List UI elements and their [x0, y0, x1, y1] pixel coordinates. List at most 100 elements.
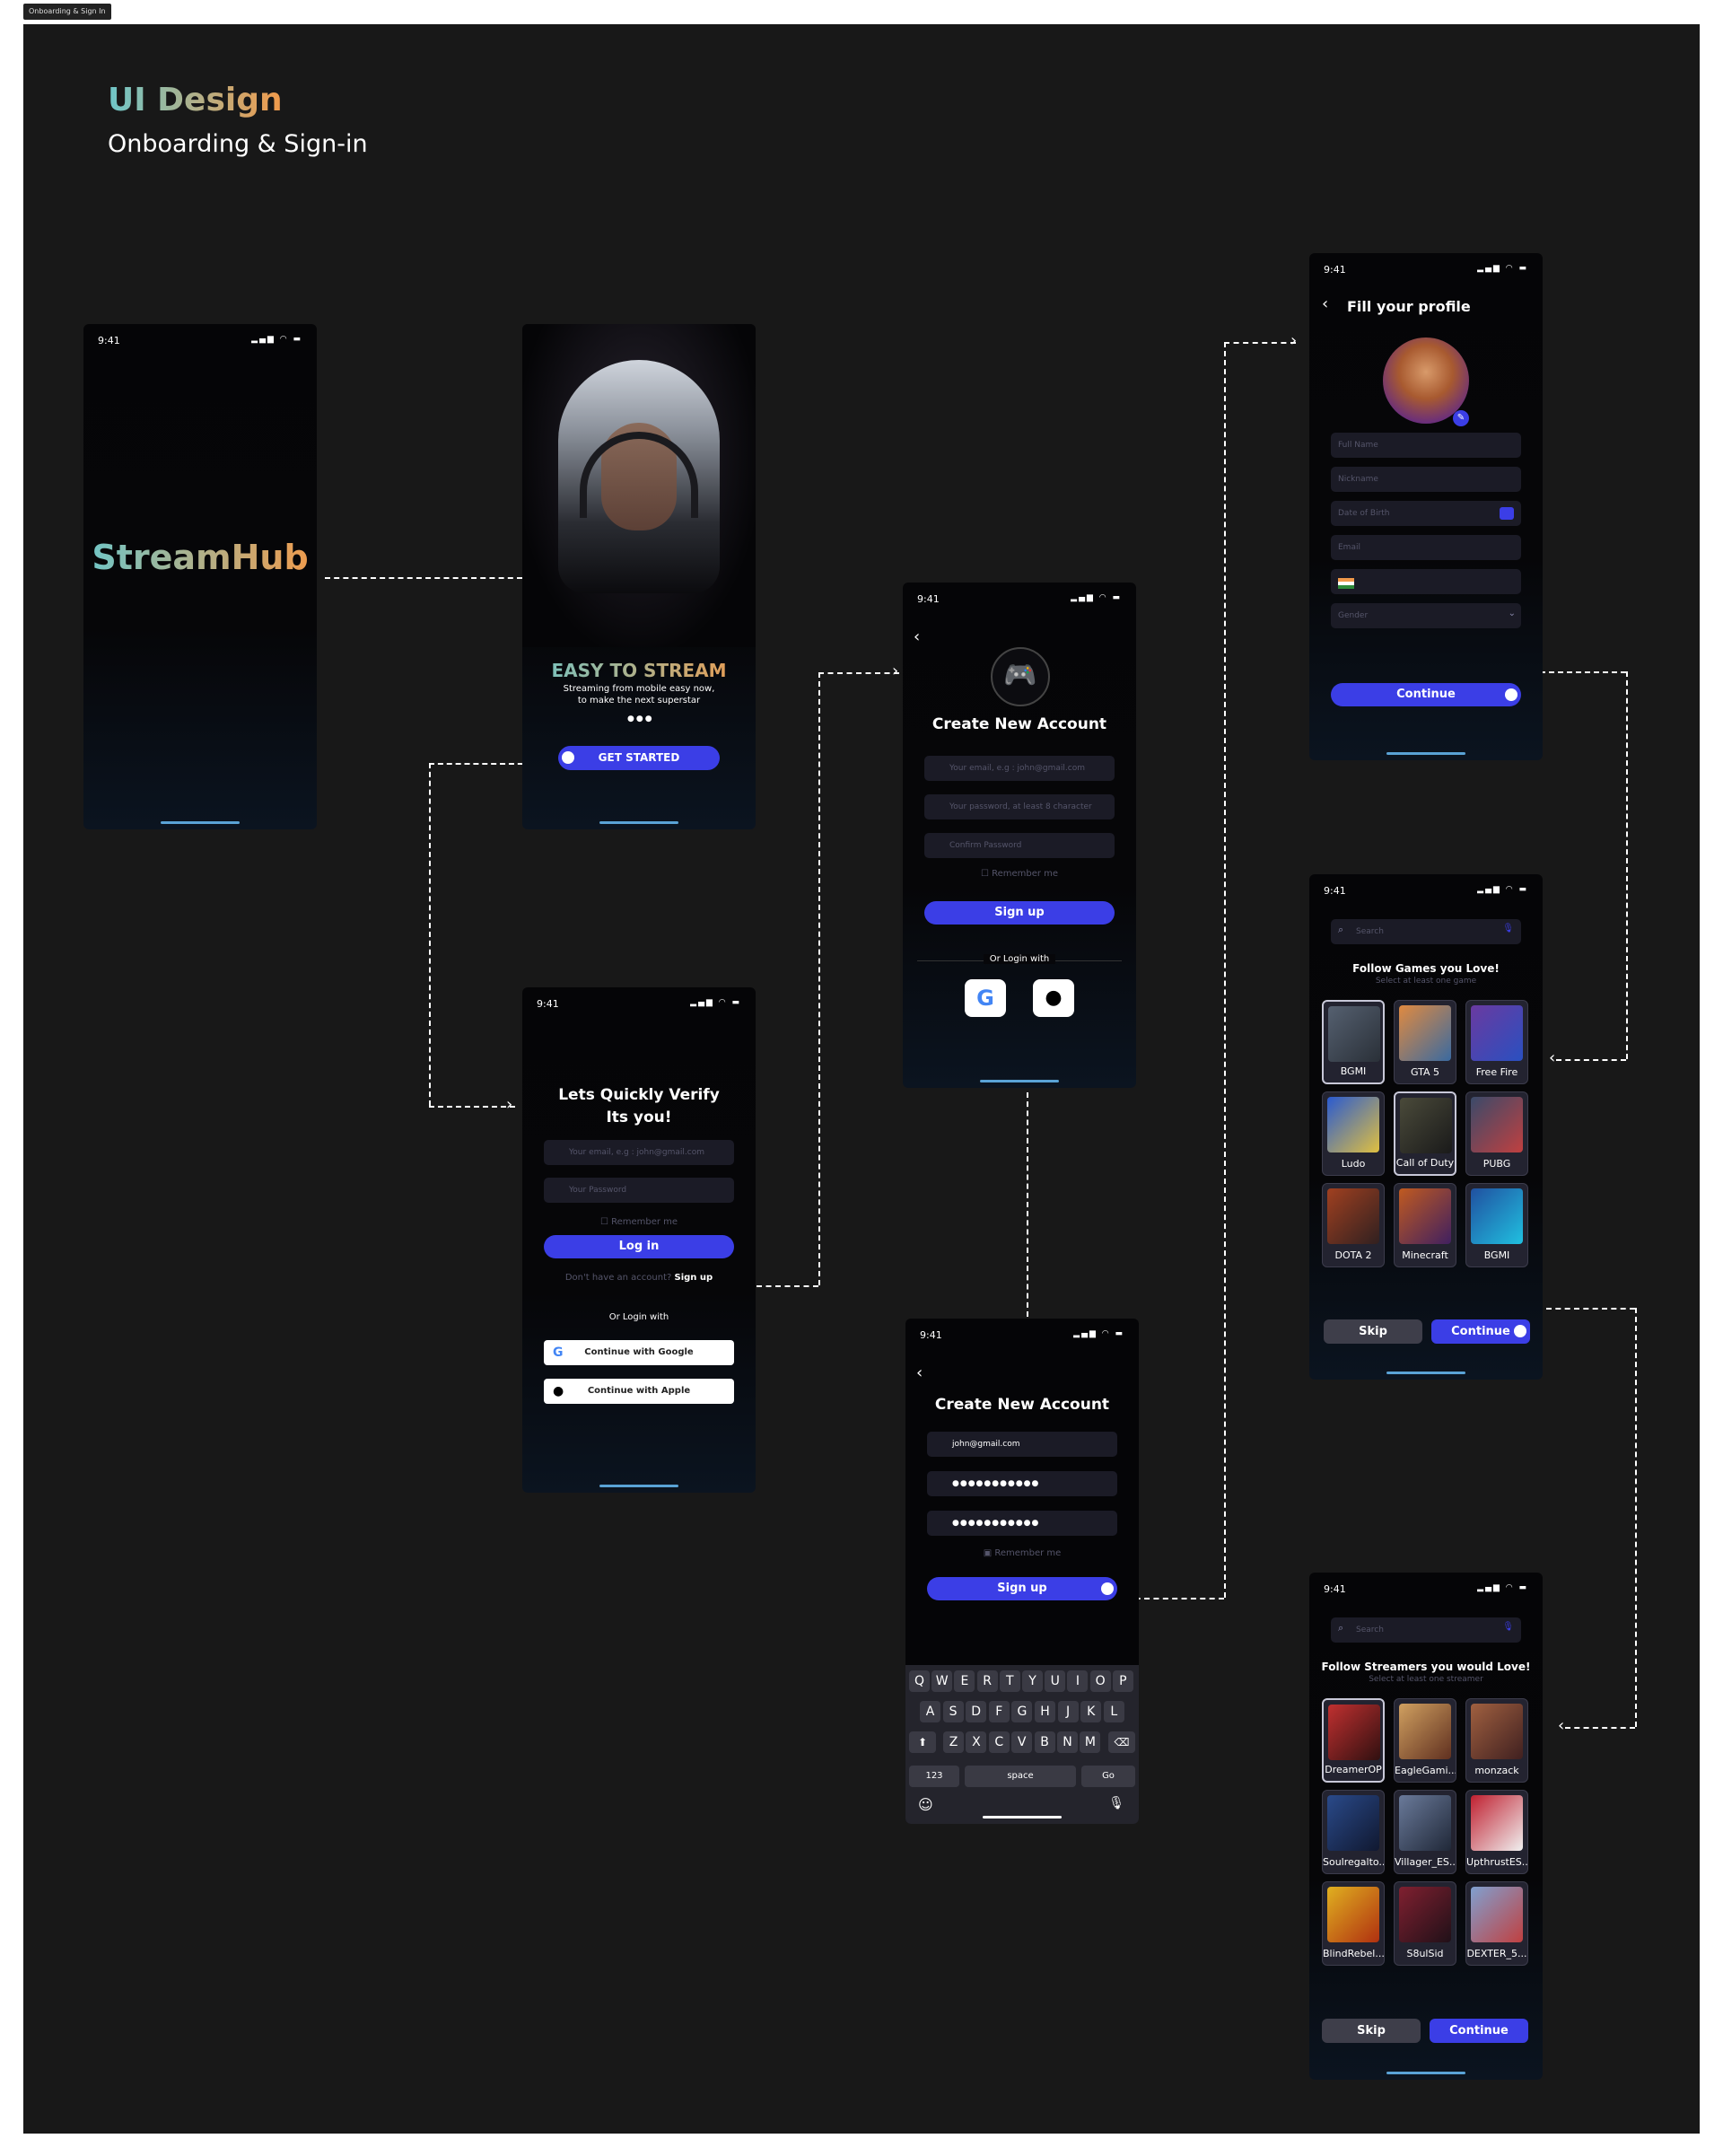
- key-go[interactable]: Go: [1081, 1766, 1135, 1787]
- streamer-card[interactable]: S8ulSid: [1394, 1881, 1456, 1966]
- search-input[interactable]: Search: [1331, 1617, 1521, 1643]
- flag-icon[interactable]: [1338, 578, 1354, 589]
- key-n[interactable]: N: [1057, 1731, 1078, 1753]
- connector-login-signup-h1: [738, 1285, 818, 1287]
- streamer-card[interactable]: monzack: [1465, 1698, 1528, 1783]
- continue-button[interactable]: Continue: [1331, 683, 1521, 706]
- game-card[interactable]: GTA 5: [1394, 1000, 1456, 1084]
- phone-field[interactable]: [1331, 569, 1521, 594]
- key-t[interactable]: T: [999, 1670, 1020, 1692]
- apple-icon[interactable]: ●: [1033, 979, 1074, 1017]
- key-c[interactable]: C: [988, 1731, 1010, 1753]
- streamer-card[interactable]: DreamerOP: [1322, 1698, 1385, 1783]
- remember-me-checkbox[interactable]: ☐ Remember me: [980, 869, 1059, 879]
- search-input[interactable]: Search: [1331, 919, 1521, 944]
- key-h[interactable]: H: [1035, 1701, 1055, 1722]
- skip-button[interactable]: Skip: [1324, 1319, 1422, 1344]
- remember-me-checkbox[interactable]: ▣ Remember me: [983, 1548, 1062, 1558]
- signup-button[interactable]: Sign up: [927, 1577, 1117, 1600]
- key-u[interactable]: U: [1045, 1670, 1066, 1692]
- skip-button[interactable]: Skip: [1322, 2019, 1421, 2043]
- key-w[interactable]: W: [931, 1670, 953, 1692]
- key-q[interactable]: Q: [909, 1670, 930, 1692]
- google-icon[interactable]: G: [965, 979, 1006, 1017]
- connector-games-streamers-h2: [1565, 1727, 1635, 1729]
- apple-button[interactable]: ●Continue with Apple: [544, 1379, 734, 1404]
- streamer-card[interactable]: BlindRebel...: [1322, 1881, 1385, 1966]
- key-i[interactable]: I: [1067, 1670, 1089, 1692]
- remember-me-checkbox[interactable]: ☐ Remember me: [599, 1217, 678, 1227]
- email-field[interactable]: Email: [1331, 535, 1521, 560]
- key-p[interactable]: P: [1112, 1670, 1133, 1692]
- calendar-icon[interactable]: [1500, 507, 1514, 520]
- game-card[interactable]: Free Fire: [1465, 1000, 1528, 1084]
- continue-button[interactable]: Continue: [1431, 1319, 1530, 1344]
- signup-link[interactable]: Sign up: [674, 1273, 713, 1283]
- key-v[interactable]: V: [1011, 1731, 1033, 1753]
- dob-field[interactable]: Date of Birth: [1331, 501, 1521, 526]
- streamer-card[interactable]: DEXTER_5...: [1465, 1881, 1528, 1966]
- back-icon[interactable]: ‹: [1322, 294, 1329, 313]
- streamer-card[interactable]: UpthrustES...: [1465, 1790, 1528, 1874]
- key-k[interactable]: K: [1080, 1701, 1102, 1722]
- game-card[interactable]: DOTA 2: [1322, 1183, 1385, 1267]
- key-space[interactable]: space: [965, 1766, 1076, 1787]
- key-a[interactable]: A: [920, 1701, 940, 1722]
- continue-button[interactable]: Continue: [1430, 2019, 1528, 2043]
- key-f[interactable]: F: [988, 1701, 1010, 1722]
- gender-select[interactable]: Gender: [1331, 603, 1521, 628]
- key-l[interactable]: L: [1103, 1701, 1124, 1722]
- key-o[interactable]: O: [1089, 1670, 1111, 1692]
- key-r[interactable]: R: [976, 1670, 998, 1692]
- signup-button[interactable]: Sign up: [924, 901, 1115, 925]
- page-title: UI Design: [108, 82, 283, 118]
- key-d[interactable]: D: [966, 1701, 987, 1722]
- microphone-icon[interactable]: 🎙: [1502, 1622, 1514, 1632]
- password-field[interactable]: ●●●●●●●●●●●: [927, 1471, 1117, 1496]
- key-g[interactable]: G: [1011, 1701, 1033, 1722]
- full-name-field[interactable]: Full Name: [1331, 433, 1521, 458]
- confirm-password-field[interactable]: ●●●●●●●●●●●: [927, 1511, 1117, 1536]
- login-password-input[interactable]: Your Password: [544, 1178, 734, 1203]
- streamer-card[interactable]: Soulregalto...: [1322, 1790, 1385, 1874]
- game-card[interactable]: Ludo: [1322, 1091, 1385, 1176]
- key-x[interactable]: X: [966, 1731, 987, 1753]
- email-field[interactable]: john@gmail.com: [927, 1432, 1117, 1457]
- key-b[interactable]: B: [1034, 1731, 1055, 1753]
- game-card[interactable]: Minecraft: [1394, 1183, 1456, 1267]
- signup-email-input[interactable]: Your email, e.g : john@gmail.com: [924, 756, 1115, 781]
- games-title: Follow Games you Love!: [1352, 962, 1500, 975]
- avatar[interactable]: [1383, 337, 1469, 424]
- key-123[interactable]: 123: [909, 1766, 959, 1787]
- game-card[interactable]: BGMI: [1465, 1183, 1528, 1267]
- key-j[interactable]: J: [1057, 1701, 1079, 1722]
- signup-password-input[interactable]: Your password, at least 8 character: [924, 794, 1115, 819]
- microphone-icon[interactable]: 🎙: [1108, 1796, 1124, 1810]
- screen-signup: 9:41▂▄▆ ◠ ▬ ‹ 🎮 Create New Account Your …: [903, 583, 1136, 1088]
- get-started-button[interactable]: GET STARTED: [558, 746, 720, 770]
- back-icon[interactable]: ‹: [916, 1363, 923, 1382]
- game-card[interactable]: BGMI: [1322, 1000, 1385, 1084]
- key-m[interactable]: M: [1080, 1731, 1101, 1753]
- key-shift[interactable]: ⬆: [909, 1731, 936, 1753]
- login-email-input[interactable]: Your email, e.g : john@gmail.com: [544, 1140, 734, 1165]
- key-s[interactable]: S: [942, 1701, 964, 1722]
- key-e[interactable]: E: [954, 1670, 975, 1692]
- login-button[interactable]: Log in: [544, 1235, 734, 1258]
- streamer-card[interactable]: EagleGami...: [1394, 1698, 1456, 1783]
- key-backspace[interactable]: ⌫: [1108, 1731, 1135, 1753]
- game-card[interactable]: Call of Duty: [1394, 1091, 1456, 1176]
- key-y[interactable]: Y: [1022, 1670, 1043, 1692]
- back-icon[interactable]: ‹: [914, 627, 921, 646]
- microphone-icon[interactable]: 🎙: [1502, 924, 1514, 933]
- emoji-icon[interactable]: ☺: [918, 1796, 933, 1813]
- arrow-right-icon: ›: [892, 662, 899, 680]
- key-z[interactable]: Z: [943, 1731, 964, 1753]
- nickname-field[interactable]: Nickname: [1331, 467, 1521, 492]
- signup-confirm-input[interactable]: Confirm Password: [924, 833, 1115, 858]
- search-icon: ⌕: [1338, 1622, 1344, 1634]
- streamer-card[interactable]: Villager_ES...: [1394, 1790, 1456, 1874]
- game-card[interactable]: PUBG: [1465, 1091, 1528, 1176]
- edit-icon[interactable]: ✎: [1453, 410, 1469, 426]
